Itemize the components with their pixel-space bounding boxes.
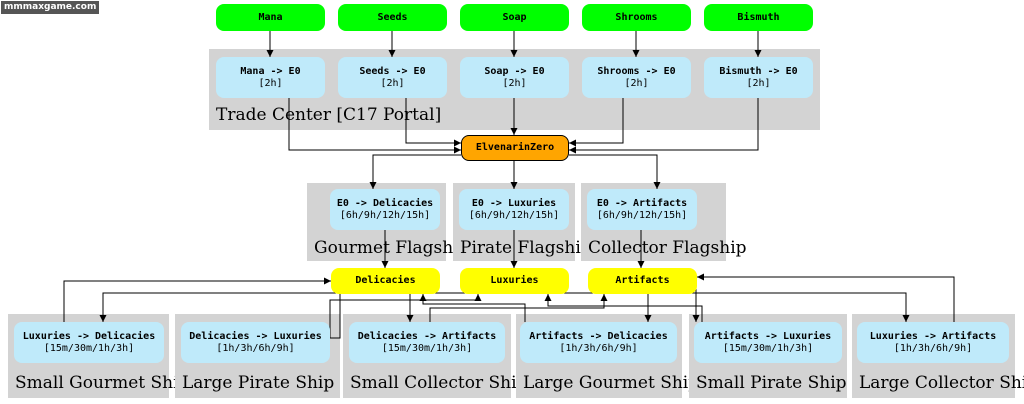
ship-large-collector-title: Luxuries -> Artifacts bbox=[869, 330, 997, 342]
flagship-pirate-time: [6h/9h/12h/15h] bbox=[468, 209, 560, 221]
source-soap-label: Soap bbox=[502, 11, 527, 23]
trade-seeds-time: [2h] bbox=[380, 77, 405, 89]
edge-largecollector-art bbox=[697, 273, 955, 322]
ship-large-pirate-time: [1h/3h/6h/9h] bbox=[216, 342, 295, 354]
edge-e0-delicacies bbox=[369, 154, 461, 189]
watermark: mmmaxgame.com bbox=[1, 1, 100, 14]
ship-large-pirate-title: Delicacies -> Luxuries bbox=[189, 330, 322, 342]
edge-bismuth-e0 bbox=[569, 98, 759, 154]
cluster-label-trade-center: Trade Center [C17 Portal] bbox=[216, 105, 442, 125]
ship-large-gourmet-node: Artifacts -> Delicacies[1h/3h/6h/9h] bbox=[520, 322, 677, 363]
ship-large-gourmet-time: [1h/3h/6h/9h] bbox=[559, 342, 638, 354]
edge-smallpirate-lux bbox=[544, 294, 703, 322]
cluster-label-small-collector-ship: Small Collector Ship bbox=[350, 373, 528, 393]
source-soap: Soap bbox=[460, 4, 569, 31]
trade-soap-title: Soap -> E0 bbox=[484, 65, 545, 77]
goods-artifacts: Artifacts bbox=[588, 268, 697, 294]
trade-mana-title: Mana -> E0 bbox=[240, 65, 301, 77]
source-mana-label: Mana bbox=[258, 11, 283, 23]
source-bismuth-label: Bismuth bbox=[737, 11, 780, 23]
flagship-pirate-node: E0 -> Luxuries[6h/9h/12h/15h] bbox=[459, 189, 569, 230]
trade-soap-e0: Soap -> E0[2h] bbox=[460, 57, 569, 98]
edge-shrooms-e0 bbox=[569, 98, 624, 147]
ship-small-gourmet-time: [15m/30m/1h/3h] bbox=[43, 342, 135, 354]
edge-smallcollector-art bbox=[429, 294, 608, 322]
ship-small-collector-title: Delicacies -> Artifacts bbox=[357, 330, 497, 342]
source-mana: Mana bbox=[216, 4, 325, 31]
trade-shrooms-title: Shrooms -> E0 bbox=[597, 65, 676, 77]
hub-elvenarinzero: ElvenarinZero bbox=[461, 135, 569, 161]
ship-large-pirate-node: Delicacies -> Luxuries[1h/3h/6h/9h] bbox=[181, 322, 330, 363]
cluster-label-large-gourmet-ship: Large Gourmet Ship bbox=[523, 373, 700, 393]
flagship-collector-time: [6h/9h/12h/15h] bbox=[596, 209, 688, 221]
cluster-label-small-pirate-ship: Small Pirate Ship bbox=[696, 373, 847, 393]
trade-seeds-title: Seeds -> E0 bbox=[359, 65, 426, 77]
flagship-gourmet-title: E0 -> Delicacies bbox=[336, 197, 434, 209]
edge-mana-e0 bbox=[288, 98, 461, 154]
edge-e0-artifacts bbox=[569, 154, 661, 189]
flagship-gourmet-time: [6h/9h/12h/15h] bbox=[339, 209, 431, 221]
hub-label: ElvenarinZero bbox=[475, 142, 555, 153]
ship-small-pirate-node: Artifacts -> Luxuries[15m/30m/1h/3h] bbox=[694, 322, 842, 363]
cluster-label-small-gourmet-ship: Small Gourmet Ship bbox=[15, 373, 190, 393]
trade-shrooms-time: [2h] bbox=[624, 77, 649, 89]
goods-delicacies: Delicacies bbox=[331, 268, 440, 294]
source-shrooms-label: Shrooms bbox=[615, 11, 658, 23]
ship-large-gourmet-title: Artifacts -> Delicacies bbox=[529, 330, 668, 342]
ship-large-collector-node: Luxuries -> Artifacts[1h/3h/6h/9h] bbox=[857, 322, 1009, 363]
flagship-gourmet-node: E0 -> Delicacies[6h/9h/12h/15h] bbox=[330, 189, 440, 230]
ship-large-collector-time: [1h/3h/6h/9h] bbox=[893, 342, 973, 354]
flagship-pirate-title: E0 -> Luxuries bbox=[471, 197, 557, 209]
trade-bismuth-title: Bismuth -> E0 bbox=[719, 65, 798, 77]
cluster-label-large-collector-ship: Large Collector Ship bbox=[859, 373, 1024, 393]
trade-bismuth-time: [2h] bbox=[746, 77, 771, 89]
edge-smallgourmet-del bbox=[63, 277, 331, 322]
source-bismuth: Bismuth bbox=[704, 4, 813, 31]
ship-small-pirate-time: [15m/30m/1h/3h] bbox=[722, 342, 814, 354]
flagship-collector-title: E0 -> Artifacts bbox=[596, 197, 688, 209]
edge-seeds-e0 bbox=[405, 98, 461, 147]
cluster-label-collector-flagship: Collector Flagship bbox=[588, 238, 747, 258]
trade-mana-time: [2h] bbox=[258, 77, 283, 89]
goods-luxuries: Luxuries bbox=[460, 268, 569, 294]
cluster-label-pirate-flagship: Pirate Flagship bbox=[460, 238, 592, 258]
goods-luxuries-label: Luxuries bbox=[490, 275, 539, 286]
source-shrooms: Shrooms bbox=[582, 4, 691, 31]
trade-shrooms-e0: Shrooms -> E0[2h] bbox=[582, 57, 691, 98]
cluster-label-large-pirate-ship: Large Pirate Ship bbox=[182, 373, 335, 393]
edge-lux-largecollector bbox=[560, 292, 910, 322]
trade-soap-time: [2h] bbox=[502, 77, 527, 89]
source-seeds-label: Seeds bbox=[377, 11, 408, 23]
edge-largegourmet-del bbox=[419, 294, 526, 322]
source-seeds: Seeds bbox=[338, 4, 447, 31]
trade-bismuth-e0: Bismuth -> E0[2h] bbox=[704, 57, 813, 98]
ship-small-pirate-title: Artifacts -> Luxuries bbox=[704, 330, 832, 342]
edge-largepirate-lux bbox=[329, 294, 482, 338]
goods-artifacts-label: Artifacts bbox=[615, 275, 670, 286]
flagship-collector-node: E0 -> Artifacts[6h/9h/12h/15h] bbox=[587, 189, 697, 230]
ship-small-gourmet-title: Luxuries -> Delicacies bbox=[22, 330, 156, 342]
ship-small-collector-time: [15m/30m/1h/3h] bbox=[381, 342, 473, 354]
edge-lux-smallgourmet bbox=[99, 292, 470, 322]
ship-small-gourmet-node: Luxuries -> Delicacies[15m/30m/1h/3h] bbox=[14, 322, 164, 363]
trade-mana-e0: Mana -> E0[2h] bbox=[216, 57, 325, 98]
goods-delicacies-label: Delicacies bbox=[355, 275, 416, 286]
cluster-label-gourmet-flagship: Gourmet Flagship bbox=[314, 238, 470, 258]
ship-small-collector-node: Delicacies -> Artifacts[15m/30m/1h/3h] bbox=[349, 322, 505, 363]
trade-seeds-e0: Seeds -> E0[2h] bbox=[338, 57, 447, 98]
